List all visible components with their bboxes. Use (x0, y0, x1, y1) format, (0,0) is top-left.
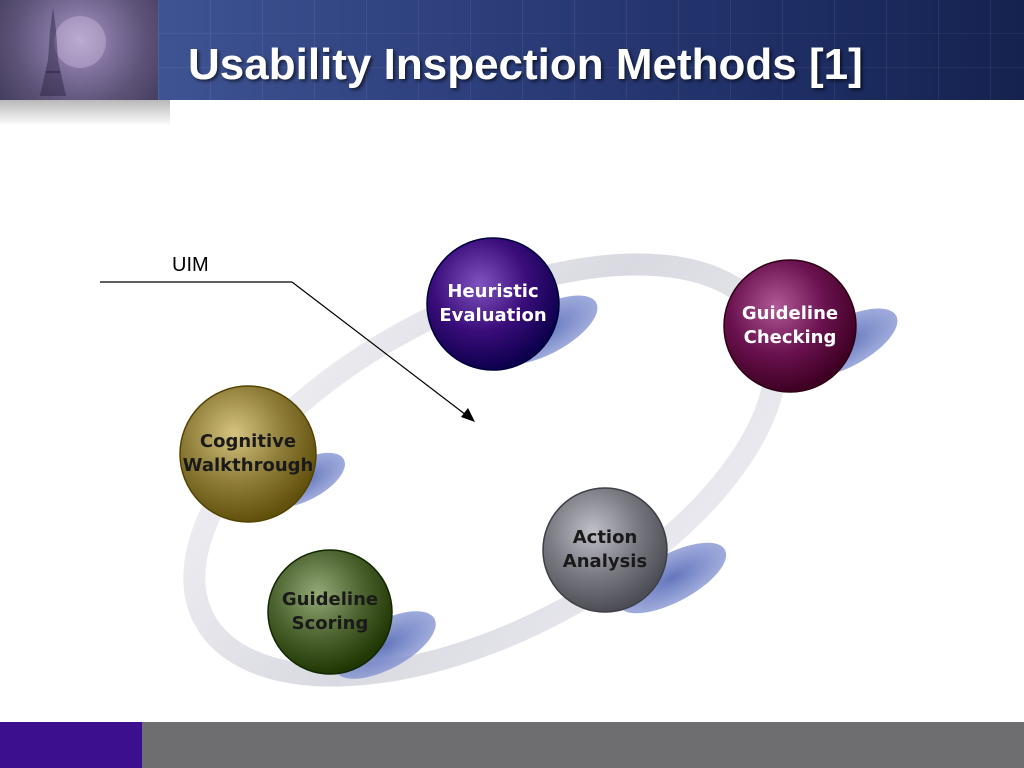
cognitive-walkthrough-node (179, 385, 317, 523)
heuristic-evaluation-label-line1: Heuristic (447, 281, 539, 302)
eiffel-tower-logo (0, 0, 158, 100)
eiffel-tower-icon (40, 8, 106, 96)
guideline-scoring-node (267, 549, 393, 675)
guideline-checking-label-line2: Checking (743, 327, 837, 348)
cognitive-walkthrough-label-line1: Cognitive (199, 431, 297, 452)
guideline-scoring-label-line2: Scoring (291, 613, 369, 634)
guideline-scoring-label-line1: Guideline (281, 589, 379, 610)
uim-pointer-line (291, 281, 471, 419)
action-analysis-label-line2: Analysis (562, 551, 648, 572)
heuristic-evaluation-node (426, 237, 560, 371)
action-analysis-node (542, 487, 668, 613)
guideline-checking-label-line1: Guideline (741, 303, 839, 324)
logo-shadow (0, 100, 170, 126)
slide-title: Usability Inspection Methods [1] (188, 40, 863, 89)
action-analysis-label-line1: Action (572, 527, 638, 548)
heuristic-evaluation-label-line2: Evaluation (439, 305, 547, 326)
cognitive-walkthrough-label-line2: Walkthrough (182, 455, 314, 476)
guideline-checking-node (723, 259, 857, 393)
slide-header (0, 0, 1024, 100)
uim-label: UIM (172, 254, 209, 276)
arrow-head-icon (461, 408, 475, 422)
keyboard-background (158, 0, 1024, 100)
footer-accent-bar (0, 722, 142, 768)
footer-bar (142, 722, 1024, 768)
